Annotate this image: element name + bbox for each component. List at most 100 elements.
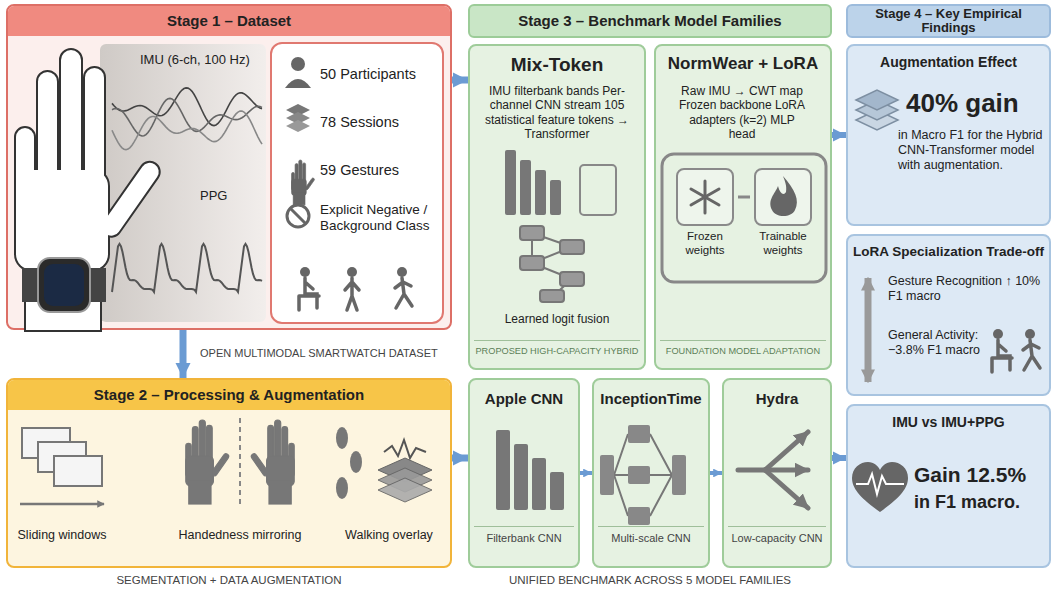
stage-heading: Stage 4 – Key Empirical Findings bbox=[848, 6, 1049, 36]
finding-title: LoRA Specialization Trade-off bbox=[848, 244, 1049, 260]
flame-icon bbox=[770, 176, 797, 216]
finding-value: 40% gain bbox=[906, 88, 1046, 119]
apple-cnn-icon bbox=[514, 444, 528, 510]
inception-icon bbox=[672, 455, 686, 495]
walking-overlay-icon bbox=[378, 468, 432, 492]
fusion-graph bbox=[520, 226, 544, 240]
model-card: HydraLow-capacity CNN bbox=[722, 378, 832, 568]
stage-heading: Stage 1 – Dataset bbox=[8, 6, 450, 36]
fusion-graph bbox=[532, 233, 572, 247]
fusion-graph bbox=[540, 290, 564, 302]
fusion-graph bbox=[552, 279, 572, 297]
sliding-windows-icon bbox=[20, 428, 104, 504]
flow-arrow bbox=[580, 471, 592, 475]
weight-box: Trainable weights bbox=[754, 168, 812, 226]
walking-overlay-icon bbox=[336, 427, 432, 502]
weight-label: Trainable weights bbox=[748, 230, 818, 258]
model-footer: PROPOSED HIGH-CAPACITY HYBRID bbox=[474, 340, 640, 357]
watch-body bbox=[38, 258, 90, 312]
filterbank-bars bbox=[580, 165, 616, 215]
finding-card: LoRA Specialization Trade-offGesture Rec… bbox=[846, 234, 1051, 396]
model-note: Learned logit fusion bbox=[478, 312, 636, 326]
finding-card: Augmentation Effect40% gainin Macro F1 f… bbox=[846, 44, 1051, 226]
filterbank-bars bbox=[505, 150, 516, 215]
layers-icon bbox=[856, 110, 898, 130]
inception-icon bbox=[600, 455, 614, 495]
lora-frame bbox=[738, 196, 750, 199]
weight-box: Frozen weights bbox=[676, 168, 734, 226]
fusion-graph bbox=[532, 247, 572, 263]
stats-box: 50 Participants78 Sessions59 GesturesExp… bbox=[270, 42, 444, 324]
activity-people bbox=[992, 329, 1012, 372]
model-title: Hydra bbox=[724, 390, 830, 408]
lora-frame bbox=[662, 154, 826, 282]
stats-icons bbox=[395, 267, 412, 308]
model-card: NormWear + LoRA Raw IMU → CWT map Frozen … bbox=[654, 44, 832, 370]
model-card: InceptionTimeMulti-scale CNN bbox=[592, 378, 710, 568]
imu-waveform bbox=[112, 111, 262, 150]
filterbank-bars bbox=[505, 150, 616, 215]
walking-overlay-icon bbox=[350, 451, 362, 473]
hand-illustration bbox=[16, 50, 162, 330]
stage-heading-band: Stage 3 – Benchmark Model Families bbox=[468, 4, 832, 38]
fusion-graph bbox=[531, 233, 533, 263]
layers-icon bbox=[856, 90, 898, 130]
flow-arrow bbox=[832, 455, 846, 461]
stats-icons bbox=[290, 208, 306, 224]
model-footer: FOUNDATION MODEL ADAPTATION bbox=[660, 340, 826, 357]
section-caption: OPEN MULTIMODAL SMARTWATCH DATASET bbox=[200, 347, 464, 360]
model-footer: Low-capacity CNN bbox=[728, 526, 826, 545]
inception-icon bbox=[614, 434, 672, 516]
activity-people bbox=[1023, 329, 1040, 370]
stats-icons bbox=[299, 267, 319, 310]
fusion-graph bbox=[520, 256, 544, 270]
apple-cnn-icon bbox=[532, 458, 546, 510]
model-card: Mix-TokenIMU filterbank bands Per-channe… bbox=[468, 44, 646, 370]
fusion-graph bbox=[520, 226, 584, 302]
stats-icons bbox=[285, 79, 311, 88]
imu-waveform bbox=[112, 98, 262, 136]
fusion-graph bbox=[560, 240, 584, 254]
finding-body: General Activity: −3.8% F1 macro bbox=[888, 328, 984, 358]
snowflake-icon bbox=[691, 189, 719, 205]
handedness-mirroring-icon bbox=[250, 420, 294, 504]
sliding-windows-icon bbox=[22, 428, 70, 458]
stats-icons bbox=[286, 112, 310, 124]
sliding-windows-icon bbox=[20, 503, 104, 506]
snowflake-icon bbox=[704, 181, 707, 213]
walking-overlay-icon bbox=[384, 440, 426, 458]
handedness-mirroring-icon bbox=[239, 418, 241, 508]
hydra-icon bbox=[765, 470, 808, 508]
model-footer: Multi-scale CNN bbox=[598, 526, 704, 545]
finding-body: in F1 macro. bbox=[914, 492, 1046, 514]
model-body: Raw IMU → CWT map Frozen backbone LoRA a… bbox=[678, 84, 806, 142]
inception-icon bbox=[628, 466, 650, 484]
flow-arrow bbox=[180, 330, 187, 378]
inception-icon bbox=[628, 507, 650, 525]
section-caption: UNIFIED BENCHMARK ACROSS 5 MODEL FAMILIE… bbox=[468, 574, 832, 588]
hydra-icon bbox=[738, 432, 808, 470]
walking-overlay-icon bbox=[378, 458, 432, 482]
snowflake-icon bbox=[691, 189, 719, 205]
sliding-windows-icon bbox=[54, 456, 102, 486]
stat-text: 59 Gestures bbox=[320, 162, 440, 179]
handedness-mirroring-icon bbox=[186, 418, 294, 508]
filterbank-bars bbox=[550, 180, 561, 215]
hand-illustration bbox=[16, 50, 162, 330]
stat-text: Explicit Negative / Background Class bbox=[320, 202, 440, 234]
fusion-graph bbox=[560, 272, 584, 286]
finding-title: IMU vs IMU+PPG bbox=[848, 414, 1049, 431]
step-label: Handedness mirroring bbox=[166, 528, 314, 543]
model-title: NormWear + LoRA bbox=[656, 54, 830, 74]
model-footer: Filterbank CNN bbox=[474, 526, 574, 545]
ppg-waveform bbox=[112, 244, 262, 292]
heart-icon bbox=[852, 462, 908, 512]
hydra-icon bbox=[765, 468, 808, 473]
finding-value: Gain 12.5% bbox=[914, 462, 1046, 487]
flow-arrow bbox=[710, 471, 722, 475]
finding-card: IMU vs IMU+PPG Gain 12.5% in F1 macro. bbox=[846, 404, 1051, 568]
signal-label: PPG bbox=[200, 188, 260, 204]
signal-label: IMU (6-ch, 100 Hz) bbox=[140, 52, 270, 68]
stats-icons bbox=[345, 267, 359, 310]
heart-icon bbox=[856, 474, 904, 494]
